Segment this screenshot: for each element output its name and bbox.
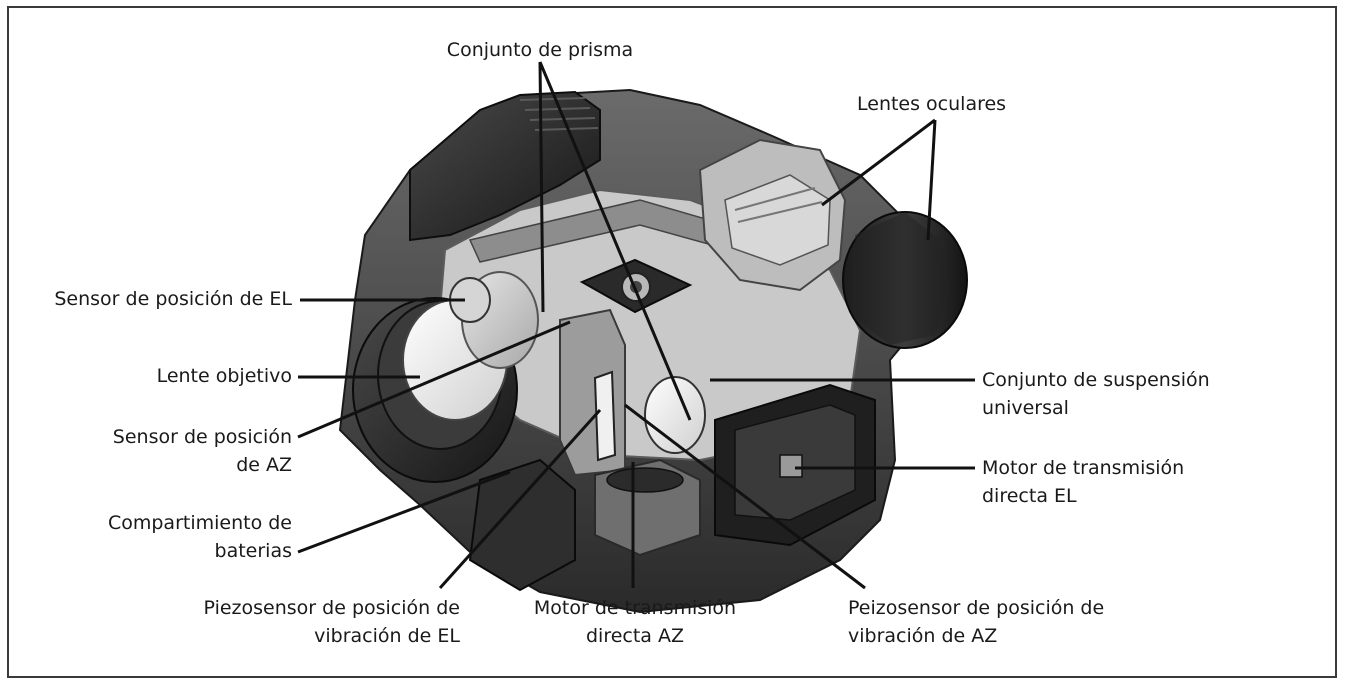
objective-lens-part [352, 271, 539, 483]
label-az-direct-drive-line1: Motor de transmisión [533, 597, 737, 619]
battery-compartment [468, 458, 576, 592]
label-prism-assembly: Conjunto de prisma [446, 39, 634, 61]
label-battery-compartment: Compartimiento de baterias [40, 509, 292, 565]
label-el-direct-drive: Motor de transmisión directa EL [982, 454, 1282, 510]
label-el-vibration-piezo-line2: vibración de EL [314, 625, 460, 647]
label-az-position-sensor: Sensor de posición de AZ [60, 423, 292, 479]
label-eyepiece-lenses: Lentes oculares [857, 93, 1007, 115]
label-az-position-sensor-line1: Sensor de posición [112, 426, 292, 448]
label-az-vibration-piezo-line2: vibración de AZ [848, 625, 998, 647]
label-gimbal-assembly-line2: universal [982, 397, 1069, 419]
label-battery-compartment-line1: Compartimiento de [107, 512, 292, 534]
label-el-direct-drive-line2: directa EL [982, 485, 1077, 507]
label-az-vibration-piezo-line1: Peizosensor de posición de [848, 597, 1105, 619]
label-az-position-sensor-line2: de AZ [236, 454, 292, 476]
label-az-direct-drive-line2: directa AZ [585, 625, 684, 647]
label-battery-compartment-line2: baterias [214, 540, 292, 562]
label-el-position-sensor: Sensor de posición de EL [54, 288, 292, 310]
label-objective-lens: Lente objetivo [156, 365, 292, 387]
label-el-direct-drive-line1: Motor de transmisión [982, 457, 1185, 479]
label-az-vibration-piezo: Peizosensor de posición de vibración de … [848, 594, 1168, 650]
label-gimbal-assembly: Conjunto de suspensión universal [982, 366, 1282, 422]
label-el-vibration-piezo-line1: Piezosensor de posición de [203, 597, 460, 619]
label-gimbal-assembly-line1: Conjunto de suspensión [982, 369, 1210, 391]
leader-lines [297, 61, 975, 590]
label-az-direct-drive: Motor de transmisión directa AZ [510, 594, 760, 650]
label-el-vibration-piezo: Piezosensor de posición de vibración de … [140, 594, 460, 650]
